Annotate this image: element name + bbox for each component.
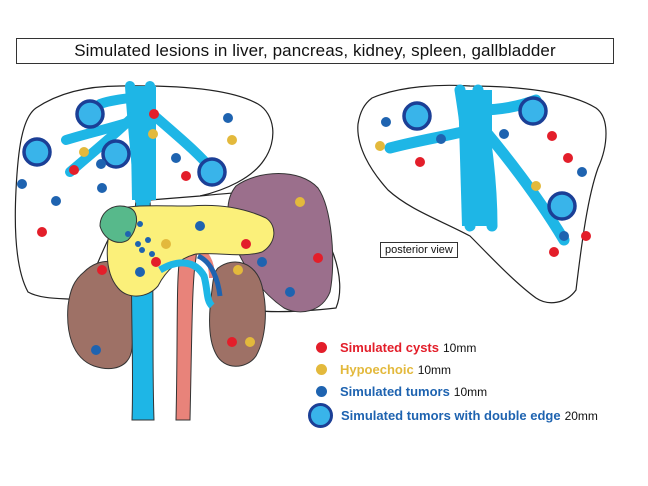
legend-label: Simulated tumors with double edge: [341, 408, 561, 423]
tumor-lesion: [17, 179, 27, 189]
legend-label: Simulated cysts: [340, 340, 439, 355]
splenic-vein: [158, 259, 215, 309]
cyst-lesion: [69, 165, 79, 175]
tumor-lesion: [135, 241, 141, 247]
cyst-lesion: [97, 265, 107, 275]
double-edge-tumor-lesion: [22, 137, 52, 167]
hepatic-vein-branch-4: [61, 115, 141, 145]
pancreas: [106, 204, 275, 297]
tumor-lesion: [195, 221, 205, 231]
hypoechoic-lesion: [79, 147, 89, 157]
tumor-lesion: [577, 167, 587, 177]
cyst-lesion: [415, 157, 425, 167]
tumor-lesion: [381, 117, 391, 127]
hepatic-vein-trunk: [130, 86, 156, 200]
hypoechoic-lesion: [148, 129, 158, 139]
tumor-lesion: [145, 237, 151, 243]
legend-item-tumor-double-edge: Simulated tumors with double edge 20mm: [308, 403, 598, 428]
aorta: [175, 235, 199, 421]
legend-size: 10mm: [443, 340, 477, 355]
double-edge-tumor-marker-icon: [308, 403, 333, 428]
hypoechoic-lesion: [245, 337, 255, 347]
tumor-lesion: [436, 134, 446, 144]
cyst-lesion: [549, 247, 559, 257]
double-edge-tumor-lesion: [402, 101, 432, 131]
tumor-lesion: [137, 221, 143, 227]
tumor-lesion: [139, 247, 145, 253]
tumor-lesion: [91, 345, 101, 355]
tumor-lesion: [135, 267, 145, 277]
tumor-lesion: [257, 257, 267, 267]
legend-size: 10mm: [453, 384, 488, 399]
cyst-lesion: [581, 231, 591, 241]
tumor-lesion: [223, 113, 233, 123]
cyst-lesion: [227, 337, 237, 347]
double-edge-tumor-lesion: [547, 191, 577, 221]
tumor-lesion: [285, 287, 295, 297]
tumor-lesion: [96, 159, 106, 169]
legend-item-cyst: Simulated cysts 10mm: [314, 340, 476, 355]
renal-vein: [196, 253, 223, 297]
hypoechoic-marker-icon: [316, 364, 327, 375]
legend-item-tumor: Simulated tumors 10mm: [314, 384, 487, 399]
double-edge-tumor-lesion: [75, 99, 105, 129]
cyst-lesion: [241, 239, 251, 249]
legend-size: 10mm: [417, 362, 452, 377]
cyst-lesion: [151, 257, 161, 267]
posterior-view-label: posterior view: [380, 242, 458, 258]
cyst-lesion: [37, 227, 47, 237]
double-edge-tumor-lesion: [101, 139, 131, 169]
cyst-marker-icon: [316, 342, 327, 353]
hypoechoic-lesion: [531, 181, 541, 191]
double-edge-tumor-lesion: [197, 157, 227, 187]
tumor-lesion: [97, 183, 107, 193]
tumor-lesion: [171, 153, 181, 163]
cyst-lesion: [313, 253, 323, 263]
tumor-lesion: [149, 251, 155, 257]
tumor-lesion: [559, 231, 569, 241]
hypoechoic-lesion: [375, 141, 385, 151]
tumor-marker-icon: [316, 386, 327, 397]
cyst-lesion: [547, 131, 557, 141]
tumor-lesion: [51, 196, 61, 206]
cyst-lesion: [563, 153, 573, 163]
hypoechoic-lesion: [227, 135, 237, 145]
legend-size: 20mm: [564, 408, 598, 423]
posterior-vein-trunk: [458, 90, 492, 226]
legend-label: Simulated tumors: [340, 384, 450, 399]
cyst-lesion: [181, 171, 191, 181]
hypoechoic-lesion: [161, 239, 171, 249]
hypoechoic-lesion: [295, 197, 305, 207]
legend-item-hypoechoic: Hypoechoic 10mm: [314, 362, 451, 377]
hypoechoic-lesion: [233, 265, 243, 275]
tumor-lesion: [125, 231, 131, 237]
double-edge-tumor-lesion: [518, 96, 548, 126]
cyst-lesion: [149, 109, 159, 119]
tumor-lesion: [499, 129, 509, 139]
legend-label: Hypoechoic: [340, 362, 414, 377]
diagram-title: Simulated lesions in liver, pancreas, ki…: [16, 38, 614, 64]
